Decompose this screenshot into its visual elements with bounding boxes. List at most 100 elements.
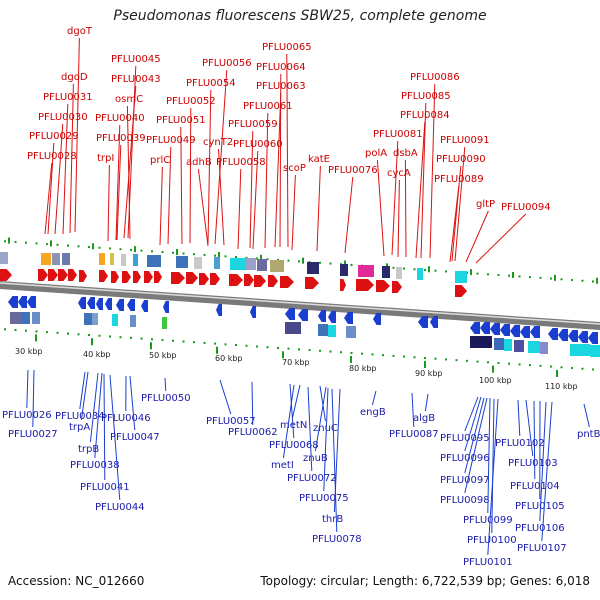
reverse-feature-box	[84, 313, 92, 325]
forward-feature-box	[99, 253, 105, 265]
top-gene-label: PFLU0056	[202, 58, 252, 69]
bottom-dot-row	[298, 348, 300, 351]
top-gene-label: PFLU0039	[96, 133, 146, 144]
bottom-major-tick	[424, 360, 426, 368]
bottom-dot-row	[161, 339, 164, 342]
top-label-leader	[454, 146, 466, 262]
reverse-feature-box	[590, 345, 600, 357]
reverse-gene-arrow	[96, 298, 103, 310]
bottom-dot-row	[67, 332, 69, 335]
bottom-dot-row	[151, 338, 153, 341]
reverse-gene-arrow	[588, 332, 598, 344]
tick-label: 90 kbp	[415, 369, 443, 378]
top-gene-label: PFLU0061	[243, 101, 293, 112]
bottom-gene-label: znuC	[313, 423, 338, 434]
reverse-gene-arrow	[328, 311, 336, 323]
top-dot-row	[193, 253, 195, 256]
top-label-leader	[123, 85, 137, 239]
map-title: Pseudomonas fluorescens SBW25, complete …	[113, 8, 487, 24]
top-major-tick	[428, 266, 430, 273]
tick-label: 50 kbp	[149, 351, 177, 360]
bottom-dot-row	[329, 350, 332, 353]
top-major-tick	[596, 277, 598, 284]
tick-label: 30 kbp	[15, 347, 43, 356]
top-gene-label: PFLU0058	[216, 157, 266, 168]
bottom-dot-row	[182, 340, 185, 343]
bottom-dot-row	[371, 353, 374, 356]
bottom-gene-label: algB	[413, 413, 435, 424]
bottom-label-leader	[323, 387, 329, 492]
top-dot-row	[182, 252, 185, 255]
bottom-dot-row	[256, 345, 258, 348]
forward-feature-box	[382, 266, 390, 278]
top-dot-row	[571, 279, 573, 282]
forward-gene-arrow	[340, 279, 346, 291]
top-dot-row	[424, 268, 426, 271]
reverse-gene-arrow	[490, 323, 500, 335]
top-major-tick	[512, 271, 514, 278]
top-gene-label: trpI	[97, 153, 114, 164]
bottom-label-leader	[331, 388, 338, 533]
reverse-gene-arrow	[373, 313, 381, 325]
bottom-label-leader	[487, 398, 499, 556]
bottom-label-leader	[307, 386, 313, 472]
bottom-dot-row	[424, 356, 426, 359]
top-gene-label: dgoD	[61, 72, 88, 83]
reverse-gene-arrow	[163, 301, 169, 313]
forward-gene-arrow	[58, 269, 68, 281]
top-dot-row	[508, 274, 510, 277]
top-major-tick	[218, 251, 220, 258]
bottom-gene-label: PFLU0103	[508, 458, 558, 469]
reverse-gene-arrow	[510, 325, 520, 337]
forward-feature-box	[133, 254, 138, 266]
bottom-gene-label: PFLU0034	[55, 411, 105, 422]
bottom-dot-row	[476, 360, 479, 363]
bottom-dot-row	[361, 352, 363, 355]
top-major-tick	[92, 243, 94, 250]
bottom-dot-row	[224, 343, 227, 346]
top-label-leader	[167, 146, 172, 245]
reverse-feature-box	[10, 312, 22, 324]
forward-gene-arrow	[254, 275, 266, 287]
bottom-gene-label: PFLU0046	[101, 413, 151, 424]
top-major-tick	[134, 246, 136, 253]
top-gene-label: PFLU0064	[256, 62, 306, 73]
forward-feature-box	[0, 252, 8, 264]
top-label-leader	[344, 176, 354, 254]
bottom-label-leader	[251, 381, 254, 426]
top-dot-row	[14, 240, 17, 243]
top-dot-row	[140, 249, 143, 252]
tick-label: 60 kbp	[215, 354, 243, 363]
bottom-label-leader	[79, 371, 86, 410]
bottom-gene-label: PFLU0072	[287, 473, 337, 484]
top-dot-row	[4, 240, 6, 243]
top-gene-label: PFLU0076	[328, 165, 378, 176]
forward-gene-arrow	[144, 271, 153, 283]
bottom-label-leader	[464, 396, 482, 452]
bottom-dot-row	[130, 336, 132, 339]
reverse-feature-box	[112, 314, 118, 326]
forward-feature-box	[396, 267, 402, 279]
forward-gene-arrow	[48, 269, 58, 281]
bottom-label-leader	[583, 403, 590, 428]
top-gene-label: prlC	[150, 155, 170, 166]
top-dot-row	[109, 247, 111, 250]
bottom-gene-label: PFLU0107	[517, 543, 567, 554]
top-label-leader	[397, 179, 400, 258]
top-dot-row	[88, 246, 90, 249]
forward-gene-arrow	[229, 274, 243, 286]
bottom-gene-label: PFLU0100	[467, 535, 517, 546]
top-dot-row	[214, 254, 216, 257]
bottom-dot-row	[35, 330, 38, 333]
forward-gene-arrow	[244, 274, 254, 286]
reverse-feature-box	[328, 325, 336, 337]
bottom-dot-row	[266, 346, 269, 349]
bottom-label-leader	[464, 396, 479, 432]
top-gene-label: PFLU0085	[401, 91, 451, 102]
forward-gene-arrow	[210, 273, 220, 285]
top-label-leader	[404, 159, 407, 258]
top-gene-label: cynT2	[203, 137, 233, 148]
bottom-gene-label: PFLU0101	[463, 557, 513, 568]
top-gene-label: polA	[365, 148, 387, 159]
